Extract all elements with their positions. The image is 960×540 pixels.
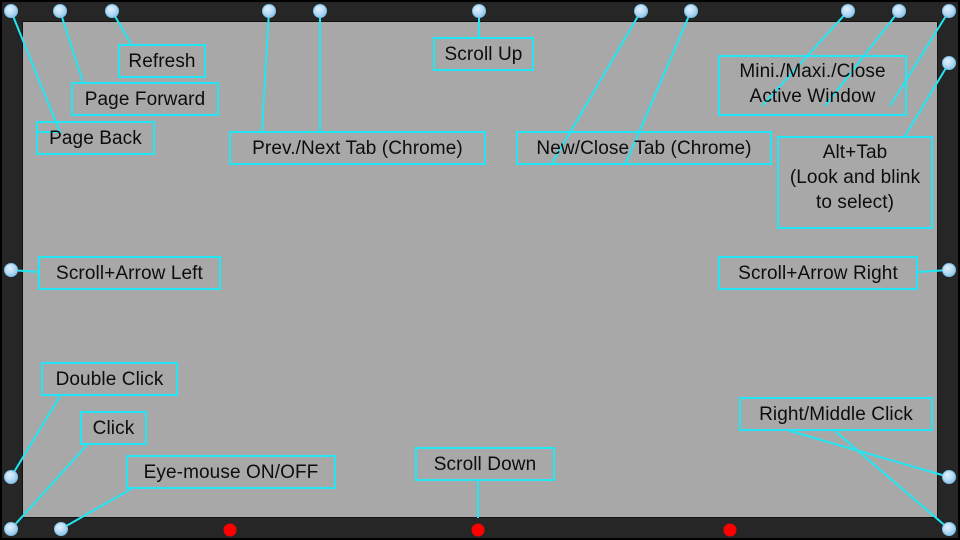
gaze-target-top-next-tab[interactable] <box>313 4 327 18</box>
gaze-target-bottom-eye-mouse[interactable] <box>54 522 68 536</box>
gaze-target-top-close-tab[interactable] <box>684 4 698 18</box>
label-new-close-tab: New/Close Tab (Chrome) <box>516 131 772 165</box>
label-prev-next-tab: Prev./Next Tab (Chrome) <box>229 131 486 165</box>
gaze-target-top-right-corner[interactable] <box>942 4 956 18</box>
gaze-target-right-scroll-arrow[interactable] <box>942 263 956 277</box>
gaze-target-top-maximize[interactable] <box>892 4 906 18</box>
label-alt-tab: Alt+Tab (Look and blink to select) <box>777 136 933 229</box>
gaze-target-left-bottom-corner[interactable] <box>4 522 18 536</box>
label-right-middle-click: Right/Middle Click <box>739 397 933 431</box>
label-page-forward: Page Forward <box>71 82 219 116</box>
label-eye-mouse-toggle: Eye-mouse ON/OFF <box>126 455 336 489</box>
gaze-target-top-minimize[interactable] <box>841 4 855 18</box>
gaze-target-top-refresh[interactable] <box>105 4 119 18</box>
gaze-target-top-left-corner[interactable] <box>4 4 18 18</box>
gaze-target-bottom-red-left[interactable] <box>223 523 237 537</box>
gaze-target-top-scroll-up[interactable] <box>472 4 486 18</box>
gaze-target-top-new-tab[interactable] <box>634 4 648 18</box>
gaze-target-right-alt-tab[interactable] <box>942 56 956 70</box>
gaze-target-left-double-click[interactable] <box>4 470 18 484</box>
label-minimize-maximize-close: Mini./Maxi./Close Active Window <box>718 55 907 116</box>
label-refresh: Refresh <box>118 44 206 78</box>
label-scroll-down: Scroll Down <box>415 447 555 481</box>
gaze-target-right-bottom-corner[interactable] <box>942 522 956 536</box>
gaze-target-top-page-forward[interactable] <box>53 4 67 18</box>
gaze-target-bottom-red-center[interactable] <box>471 523 485 537</box>
gaze-target-bottom-red-right[interactable] <box>723 523 737 537</box>
label-scroll-arrow-left: Scroll+Arrow Left <box>38 256 221 290</box>
label-click: Click <box>80 411 147 445</box>
gaze-target-top-prev-tab[interactable] <box>262 4 276 18</box>
label-scroll-up: Scroll Up <box>433 37 534 71</box>
label-double-click: Double Click <box>41 362 178 396</box>
label-page-back: Page Back <box>36 121 155 155</box>
label-scroll-arrow-right: Scroll+Arrow Right <box>718 256 918 290</box>
gaze-target-left-scroll-arrow[interactable] <box>4 263 18 277</box>
gaze-target-right-middle-click-a[interactable] <box>942 470 956 484</box>
